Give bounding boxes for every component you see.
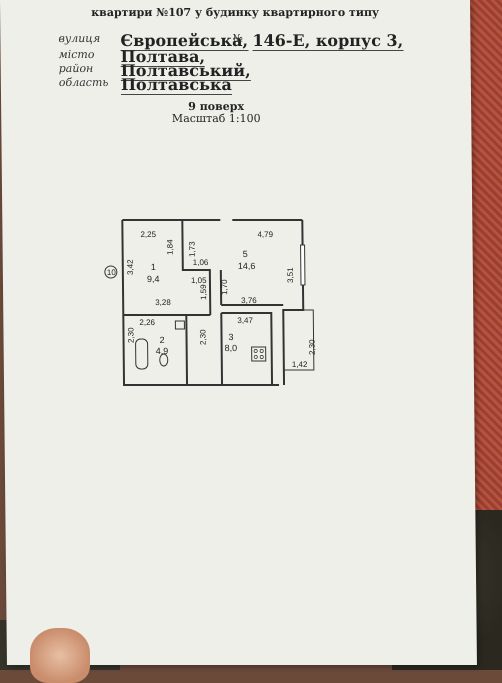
dim-r5-mid-h: 1,06 [193, 258, 209, 267]
dim-r5-bottom: 3,76 [241, 296, 257, 305]
number-label: № [232, 32, 243, 45]
dim-r5-mid-v: 1,73 [188, 241, 197, 257]
wall-r3 [221, 313, 222, 385]
dim-hall-w: 1,05 [191, 276, 207, 285]
dim-r1-side: 3,42 [126, 259, 135, 275]
dim-r5-mid-v2: 1,70 [220, 279, 229, 295]
room-5-number: 5 [243, 249, 248, 259]
dim-r1-bottom: 3,28 [155, 298, 171, 307]
street-label: вулиця [58, 32, 100, 45]
stove-icon [252, 347, 266, 361]
room-5-area: 14,6 [238, 261, 256, 271]
bathtub-icon [136, 339, 148, 369]
document-page: квартири №107 у будинку квартирного типу… [0, 0, 477, 665]
dim-r3-top: 3,47 [237, 316, 253, 325]
district-label: район [59, 62, 94, 75]
sink-icon [175, 321, 184, 329]
room-2-number: 2 [160, 335, 165, 345]
street-row: вулиця [58, 32, 100, 45]
dim-r5-right: 3,51 [286, 267, 295, 283]
document-title: квартири №107 у будинку квартирного типу [0, 6, 470, 19]
dim-r2-top: 2,26 [139, 318, 155, 327]
thumb [30, 628, 90, 683]
dim-r1-inner: 1,84 [166, 239, 175, 255]
dim-r3-side: 2,30 [198, 329, 207, 345]
dim-balcony-bottom: 1,42 [292, 360, 308, 369]
room-3-area: 8,0 [225, 343, 238, 353]
floor-plan: 10 2,25 3,42 1,84 3,28 1 9,4 4,79 3,51 1… [102, 205, 344, 400]
scale-label: Масштаб 1:100 [1, 112, 431, 125]
section-marker-label: 10 [107, 268, 117, 277]
dim-r1-top: 2,25 [140, 230, 156, 239]
room-1-number: 1 [151, 262, 156, 272]
dim-r5-top: 4,79 [257, 230, 273, 239]
region-value: Полтавська [121, 75, 232, 95]
room-2-area: 4,9 [156, 346, 169, 356]
region-label: область [59, 76, 109, 89]
room-3-number: 3 [228, 332, 233, 342]
room-1-area: 9,4 [147, 274, 160, 284]
number-value: 146-Е, корпус 3, [252, 31, 403, 51]
window-right [301, 245, 305, 285]
wall-r2 [186, 315, 187, 385]
dim-hall-h: 1,59 [199, 284, 208, 300]
dim-balcony-side: 2,30 [308, 339, 317, 355]
city-label: місто [59, 48, 95, 61]
dim-r2-side: 2,30 [126, 327, 135, 343]
